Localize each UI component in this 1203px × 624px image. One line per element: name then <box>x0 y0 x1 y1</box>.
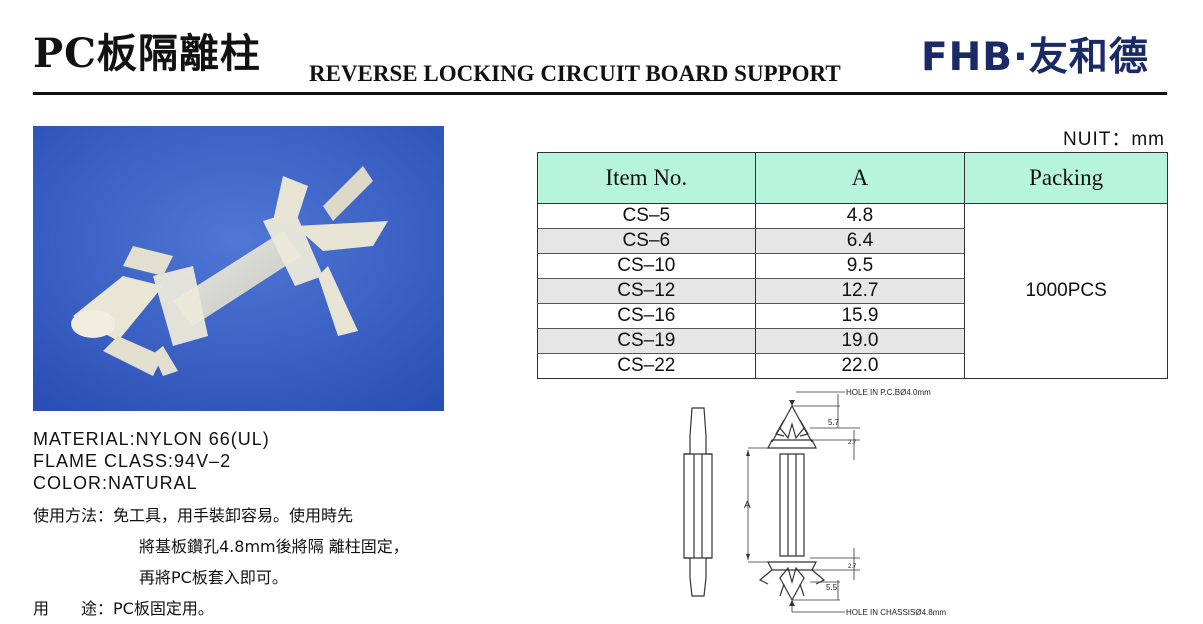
cell-item: CS–6 <box>537 228 756 254</box>
cell-item: CS–12 <box>537 278 756 304</box>
table-row: CS–19 19.0 <box>537 328 1168 354</box>
page-title: PC板隔離柱 <box>33 30 261 77</box>
cell-item: CS–22 <box>537 353 756 379</box>
table-row: CS–10 9.5 <box>537 253 1168 279</box>
cell-item: CS–16 <box>537 303 756 329</box>
usage-purpose-text: PC板固定用。 <box>113 599 214 618</box>
usage-purpose-row: 用 途：PC板固定用。 <box>33 593 409 624</box>
material-line: MATERIAL:NYLON 66(UL) <box>33 429 270 449</box>
color-line: COLOR:NATURAL <box>33 473 198 493</box>
label-hole-chassis: HOLE IN CHASSISØ4.8mm <box>846 608 946 617</box>
label-dim-top2: 2.7 <box>848 440 857 446</box>
usage-method-line3: 再將PC板套入即可。 <box>139 568 288 587</box>
cell-packing: 1000PCS <box>964 203 1168 379</box>
table-row: CS–12 12.7 <box>537 278 1168 304</box>
header-a: A <box>754 152 966 204</box>
cell-a: 15.9 <box>754 303 966 329</box>
label-hole-pcb: HOLE IN P.C.BØ4.0mm <box>846 388 931 397</box>
material-properties: MATERIAL:NYLON 66(UL) FLAME CLASS:94V–2 … <box>33 428 270 494</box>
label-dim-bottom: 5.5 <box>826 583 838 592</box>
table-header-row: Item No. A Packing <box>537 152 1168 204</box>
cell-a: 12.7 <box>754 278 966 304</box>
table-row: CS–5 4.8 1000PCS <box>537 203 1168 379</box>
cell-a: 19.0 <box>754 328 966 354</box>
brand-logo: FHB·友和德 <box>921 35 1149 80</box>
cell-item: CS–5 <box>537 203 756 229</box>
page-subtitle: REVERSE LOCKING CIRCUIT BOARD SUPPORT <box>309 61 841 86</box>
cell-a: 6.4 <box>754 228 966 254</box>
table-row: CS–6 6.4 <box>537 228 1168 254</box>
usage-method-line1: 免工具，用手裝卸容易。使用時先 <box>113 506 354 525</box>
unit-label: NUIT：mm <box>1063 129 1165 150</box>
table-row: CS–22 22.0 <box>537 353 1168 379</box>
flame-class-line: FLAME CLASS:94V–2 <box>33 451 232 471</box>
table-row: CS–16 15.9 <box>537 303 1168 329</box>
cell-a: 4.8 <box>754 203 966 229</box>
product-photo <box>33 126 444 411</box>
usage-method-row: 使用方法：免工具，用手裝卸容易。使用時先 <box>33 500 409 531</box>
usage-method-label: 使用方法： <box>33 506 114 525</box>
header-item-no: Item No. <box>537 152 756 204</box>
cell-a: 9.5 <box>754 253 966 279</box>
cell-item: CS–19 <box>537 328 756 354</box>
usage-purpose-label: 用 途： <box>33 599 114 618</box>
cell-item: CS–10 <box>537 253 756 279</box>
label-dim-bottom2: 2.7 <box>848 564 857 570</box>
usage-method-line2: 將基板鑽孔4.8mm後將隔 離柱固定， <box>139 537 409 556</box>
usage-section: 使用方法：免工具，用手裝卸容易。使用時先 將基板鑽孔4.8mm後將隔 離柱固定，… <box>33 500 409 624</box>
header-rule <box>33 92 1167 95</box>
spec-table: Item No. A Packing CS–5 4.8 1000PCS CS–6… <box>537 152 1168 379</box>
technical-drawing: HOLE IN P.C.BØ4.0mm 5.7 2.7 A 2.7 5.5 HO… <box>683 388 946 617</box>
label-dim-top: 5.7 <box>828 418 840 427</box>
label-dim-a: A <box>744 500 751 511</box>
header-packing: Packing <box>964 152 1168 204</box>
cell-a: 22.0 <box>754 353 966 379</box>
